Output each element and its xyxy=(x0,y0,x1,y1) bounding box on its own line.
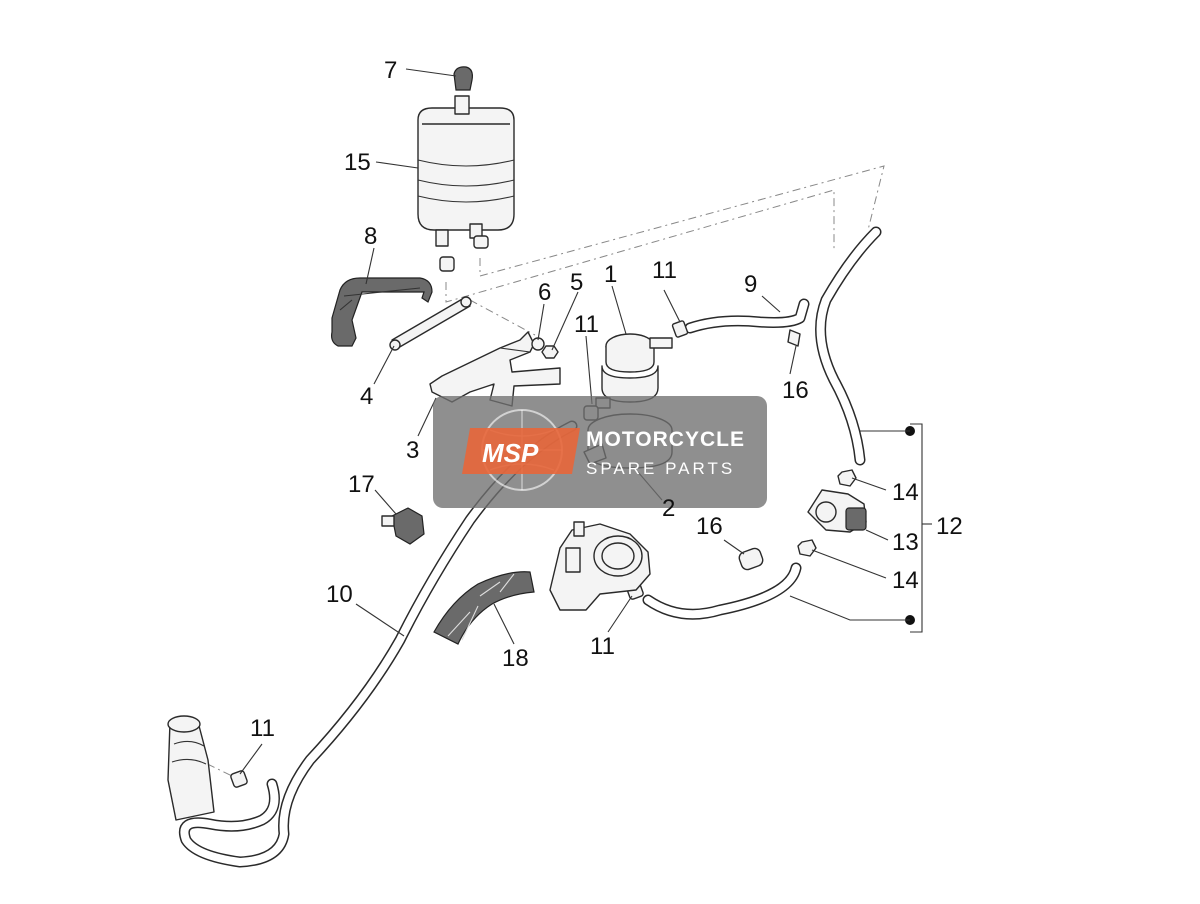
callout-10: 10 xyxy=(326,581,353,608)
callout-16-bottom: 16 xyxy=(696,513,723,540)
part-3-bracket xyxy=(429,331,561,407)
part-13-solenoid-valve xyxy=(807,489,867,533)
intake-pipe xyxy=(167,715,215,821)
watermark-logo: MSP xyxy=(482,438,539,468)
watermark-subtitle: SPARE PARTS xyxy=(586,459,735,478)
throttle-body xyxy=(549,521,651,611)
part-17-connector xyxy=(381,507,425,545)
callout-9: 9 xyxy=(744,271,757,298)
part-14-fittings xyxy=(797,469,857,557)
part-8-strap xyxy=(331,277,433,347)
callout-11-mid: 11 xyxy=(574,311,599,338)
callout-11-lower: 11 xyxy=(590,633,615,660)
callout-11-top: 11 xyxy=(652,257,677,284)
callout-6: 6 xyxy=(538,279,551,306)
part-10-long-hose xyxy=(179,420,578,868)
canister-caps xyxy=(439,235,489,272)
callout-11-bottom: 11 xyxy=(250,715,275,742)
callout-8: 8 xyxy=(364,223,377,250)
leader-lines xyxy=(239,68,910,775)
callout-3: 3 xyxy=(406,437,419,464)
part-12-upper-hose xyxy=(815,226,882,466)
callout-17: 17 xyxy=(348,471,375,498)
part-5-nut xyxy=(541,345,559,359)
callout-5: 5 xyxy=(570,269,583,296)
assembly-guide-lines xyxy=(174,165,885,779)
part-12-lower-hose xyxy=(642,562,802,620)
callout-18: 18 xyxy=(502,645,529,672)
callout-2: 2 xyxy=(662,495,675,522)
part-7-cap xyxy=(453,66,473,91)
part-18-heat-sleeve xyxy=(433,571,535,645)
callout-1: 1 xyxy=(604,261,617,288)
watermark-title: MOTORCYCLE xyxy=(586,428,745,451)
watermark: MSP MOTORCYCLE SPARE PARTS xyxy=(433,396,767,508)
callout-labels: 7 15 8 4 3 6 5 1 11 11 9 16 2 16 17 10 1… xyxy=(250,57,963,742)
callout-14-top: 14 xyxy=(892,479,919,506)
callout-4: 4 xyxy=(360,383,373,410)
callout-13: 13 xyxy=(892,529,919,556)
group-12-bracket xyxy=(905,423,932,633)
callout-14-bottom: 14 xyxy=(892,567,919,594)
part-16-grommets xyxy=(738,329,801,571)
part-4-rod xyxy=(389,296,472,351)
callout-7: 7 xyxy=(384,57,397,84)
callout-15: 15 xyxy=(344,149,371,176)
watermark-logo-badge xyxy=(462,428,580,474)
callout-16-top: 16 xyxy=(782,377,809,404)
callout-12: 12 xyxy=(936,513,963,540)
watermark-panel xyxy=(433,396,767,508)
part-9-hose xyxy=(684,298,810,334)
part-15-canister xyxy=(417,95,515,247)
